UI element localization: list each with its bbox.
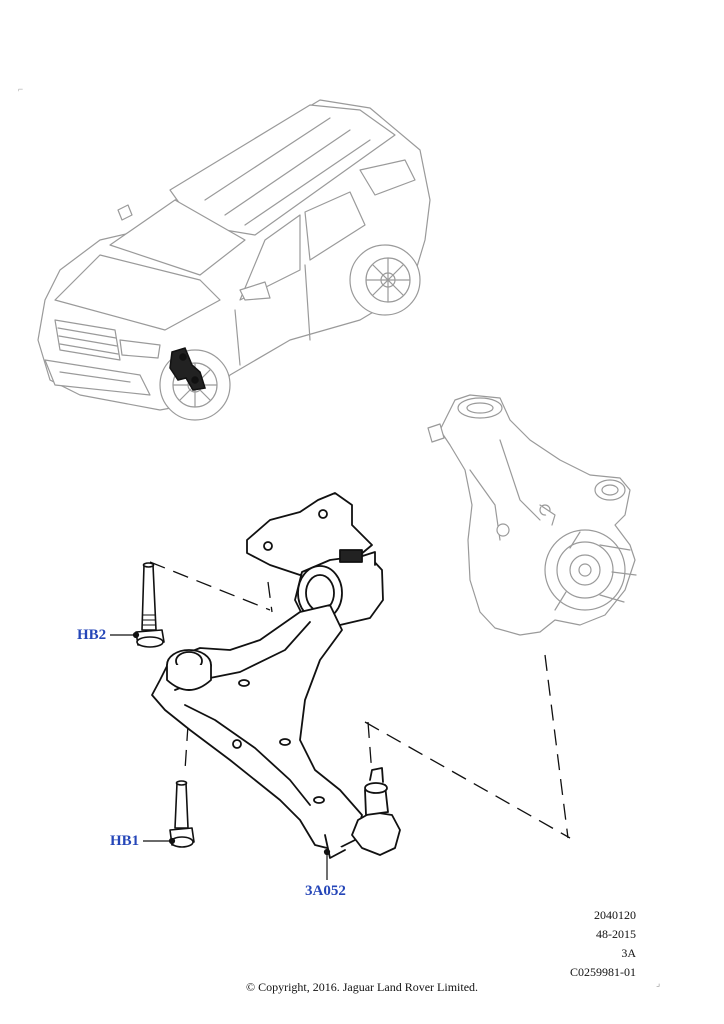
alignment-dash-lines — [149, 561, 571, 839]
callout-hb1[interactable]: HB1 — [110, 833, 140, 849]
reference-block: 2040120 48-2015 3A C0259981-01 — [570, 906, 636, 982]
bolt-hb1[interactable] — [169, 780, 195, 848]
crop-mark-top-left: ⌐ — [18, 84, 24, 94]
reference-line-2: 48-2015 — [596, 927, 636, 941]
callout-leader-lines — [110, 631, 331, 880]
reference-line-4: C0259981-01 — [570, 965, 636, 979]
steering-knuckle-ghost — [427, 394, 637, 636]
callout-hb2[interactable]: HB2 — [77, 627, 107, 643]
bolt-hb2[interactable] — [135, 562, 165, 648]
reference-line-3: 3A — [621, 946, 636, 960]
copyright-text: © Copyright, 2016. Jaguar Land Rover Lim… — [245, 980, 479, 994]
callout-3a052[interactable]: 3A052 — [305, 883, 346, 899]
crop-mark-bottom-right: ⌟ — [656, 978, 661, 988]
lower-control-arm — [151, 492, 401, 859]
vehicle-illustration — [37, 99, 431, 421]
reference-line-1: 2040120 — [594, 908, 636, 922]
suspension-location-highlight — [169, 347, 206, 391]
